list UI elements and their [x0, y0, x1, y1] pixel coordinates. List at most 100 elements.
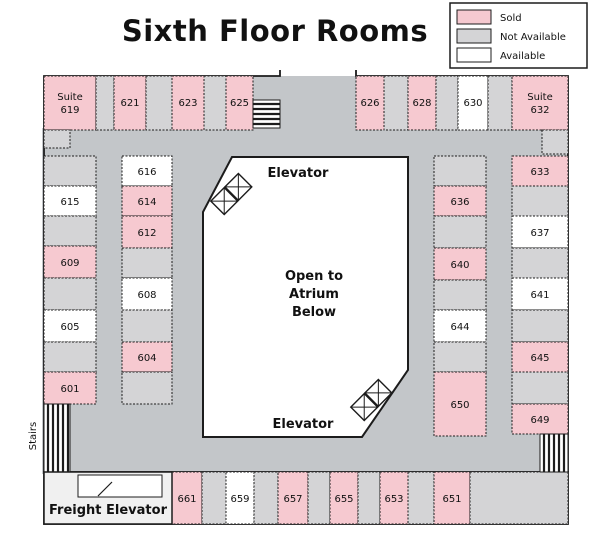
room-651[interactable]: 651 [433, 471, 471, 525]
room-626[interactable]: 626 [355, 75, 385, 131]
room-cell[interactable] [407, 75, 437, 131]
room-cell[interactable] [433, 185, 487, 217]
room-label: 637 [530, 228, 549, 239]
room-659[interactable]: 659 [225, 471, 255, 525]
room-636[interactable]: 636 [433, 185, 487, 217]
room-cell[interactable] [511, 75, 569, 131]
unavailable-block [203, 75, 227, 131]
room-label: 614 [137, 197, 156, 208]
room-label: 640 [450, 260, 469, 271]
room-label: 619 [60, 105, 79, 116]
unavailable-block [541, 129, 569, 155]
room-cell[interactable] [43, 371, 97, 405]
room-cell[interactable] [43, 245, 97, 279]
room-653[interactable]: 653 [379, 471, 409, 525]
room-label: 661 [177, 494, 196, 505]
room-cell[interactable] [511, 341, 569, 373]
block-cell [511, 309, 569, 343]
room-605[interactable]: 605 [43, 309, 97, 343]
room-621[interactable]: 621 [113, 75, 147, 131]
room-cell[interactable] [171, 75, 205, 131]
room-608[interactable]: 608 [121, 277, 173, 311]
freight-elevator: Freight Elevator [43, 471, 173, 525]
unavailable-block [43, 155, 97, 187]
room-637[interactable]: 637 [511, 215, 569, 249]
unavailable-block [145, 75, 173, 131]
room-cell[interactable] [511, 403, 569, 435]
room-614[interactable]: 614 [121, 185, 173, 217]
room-649[interactable]: 649 [511, 403, 569, 435]
atrium [202, 156, 409, 438]
room-cell[interactable] [121, 155, 173, 187]
room-cell[interactable] [225, 75, 254, 131]
unavailable-block [511, 371, 569, 405]
room-cell[interactable] [225, 471, 255, 525]
room-cell[interactable] [43, 185, 97, 217]
room-label: 625 [230, 98, 249, 109]
block-cell [145, 75, 173, 131]
room-cell[interactable] [121, 185, 173, 217]
room-cell[interactable] [355, 75, 385, 131]
room-661[interactable]: 661 [171, 471, 203, 525]
room-cell[interactable] [433, 371, 487, 437]
room-cell[interactable] [433, 471, 471, 525]
room-label: Suite [57, 92, 83, 103]
room-640[interactable]: 640 [433, 247, 487, 281]
room-label: 628 [412, 98, 431, 109]
room-633[interactable]: 633 [511, 155, 569, 187]
room-644[interactable]: 644 [433, 309, 487, 343]
freight-elevator-label: Freight Elevator [49, 503, 168, 518]
block-cell [433, 155, 487, 187]
room-label: 623 [178, 98, 197, 109]
room-label: Suite [527, 92, 553, 103]
block-cell [357, 471, 381, 525]
block-cell [511, 185, 569, 217]
room-604[interactable]: 604 [121, 341, 173, 373]
room-655[interactable]: 655 [329, 471, 359, 525]
room-label: 659 [230, 494, 249, 505]
block-cell [121, 247, 173, 279]
room-label: 653 [384, 494, 403, 505]
unavailable-block [433, 279, 487, 311]
room-label: 616 [137, 167, 156, 178]
room-cell[interactable] [511, 277, 569, 311]
room-label: 601 [60, 384, 79, 395]
room-label: 608 [137, 290, 156, 301]
room-suite-619[interactable]: Suite 619 [43, 75, 97, 131]
unavailable-block [121, 371, 173, 405]
room-601[interactable]: 601 [43, 371, 97, 405]
room-615[interactable]: 615 [43, 185, 97, 217]
block-cell [469, 471, 569, 525]
room-cell[interactable] [457, 75, 489, 131]
room-641[interactable]: 641 [511, 277, 569, 311]
room-609[interactable]: 609 [43, 245, 97, 279]
room-cell[interactable] [511, 215, 569, 249]
room-label: 605 [60, 322, 79, 333]
room-650[interactable]: 650 [433, 371, 487, 437]
room-623[interactable]: 623 [171, 75, 205, 131]
stairs-label: Stairs [28, 422, 39, 451]
room-cell[interactable] [277, 471, 309, 525]
unavailable-block [201, 471, 227, 525]
room-cell[interactable] [43, 75, 97, 131]
room-cell[interactable] [121, 215, 173, 249]
room-657[interactable]: 657 [277, 471, 309, 525]
unavailable-block [121, 309, 173, 343]
room-cell[interactable] [379, 471, 409, 525]
room-630[interactable]: 630 [457, 75, 489, 131]
block-cell [435, 75, 459, 131]
room-label: 626 [360, 98, 379, 109]
room-612[interactable]: 612 [121, 215, 173, 249]
room-625[interactable]: 625 [225, 75, 254, 131]
room-616[interactable]: 616 [121, 155, 173, 187]
room-645[interactable]: 645 [511, 341, 569, 373]
room-628[interactable]: 628 [407, 75, 437, 131]
room-label: 657 [283, 494, 302, 505]
block-cell [121, 371, 173, 405]
block-cell [43, 277, 97, 311]
unavailable-block [487, 75, 513, 131]
room-cell[interactable] [113, 75, 147, 131]
block-cell [511, 247, 569, 279]
